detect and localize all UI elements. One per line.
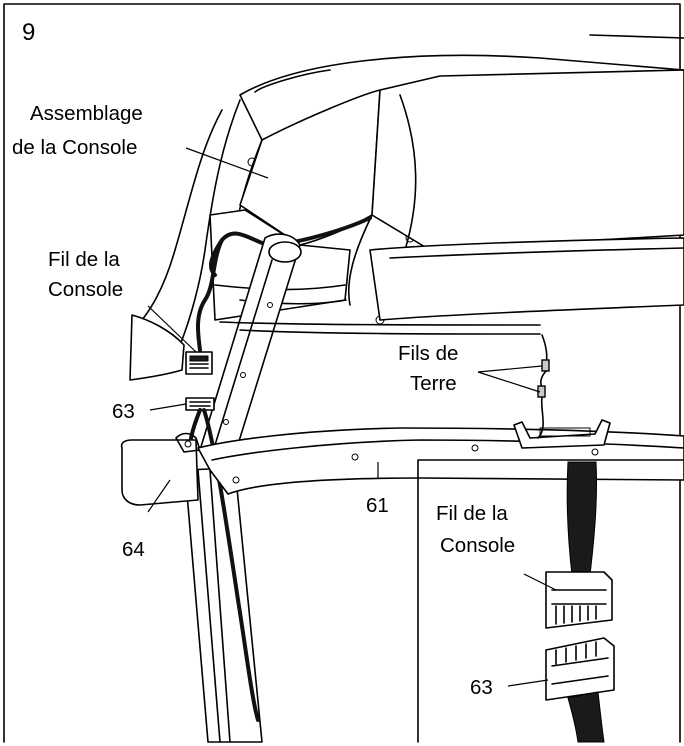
- leader-console-wire: [147, 305, 197, 353]
- leader-part-63: [149, 403, 187, 411]
- label-part-63: 63: [112, 400, 135, 423]
- label-console-wire-2: Console: [48, 278, 123, 301]
- label-console-wire-1: Fil de la: [48, 248, 120, 271]
- label-console-assembly-1: Assemblage: [30, 102, 143, 125]
- console-wire-connector: [185, 351, 213, 375]
- leader-part-64: [147, 479, 171, 513]
- figure-frame: [3, 3, 681, 743]
- leader-ground-wires: [477, 365, 543, 393]
- label-console-assembly-2: de la Console: [12, 136, 137, 159]
- ground-wires: [537, 334, 550, 439]
- inset-label-part-63: 63: [470, 676, 493, 699]
- detail-inset: [417, 459, 684, 743]
- ground-bracket: [513, 419, 611, 449]
- label-ground-wires-1: Fils de: [398, 342, 458, 365]
- inset-label-console-wire-1: Fil de la: [436, 502, 508, 525]
- label-part-64: 64: [122, 538, 145, 561]
- inset-label-console-wire-2: Console: [440, 534, 515, 557]
- part-64-plate: [120, 432, 201, 506]
- label-ground-wires-2: Terre: [410, 372, 457, 395]
- step-number: 9: [22, 19, 35, 46]
- left-upright: [184, 233, 302, 743]
- leader-console-assembly: [185, 147, 269, 179]
- label-part-61: 61: [366, 494, 389, 517]
